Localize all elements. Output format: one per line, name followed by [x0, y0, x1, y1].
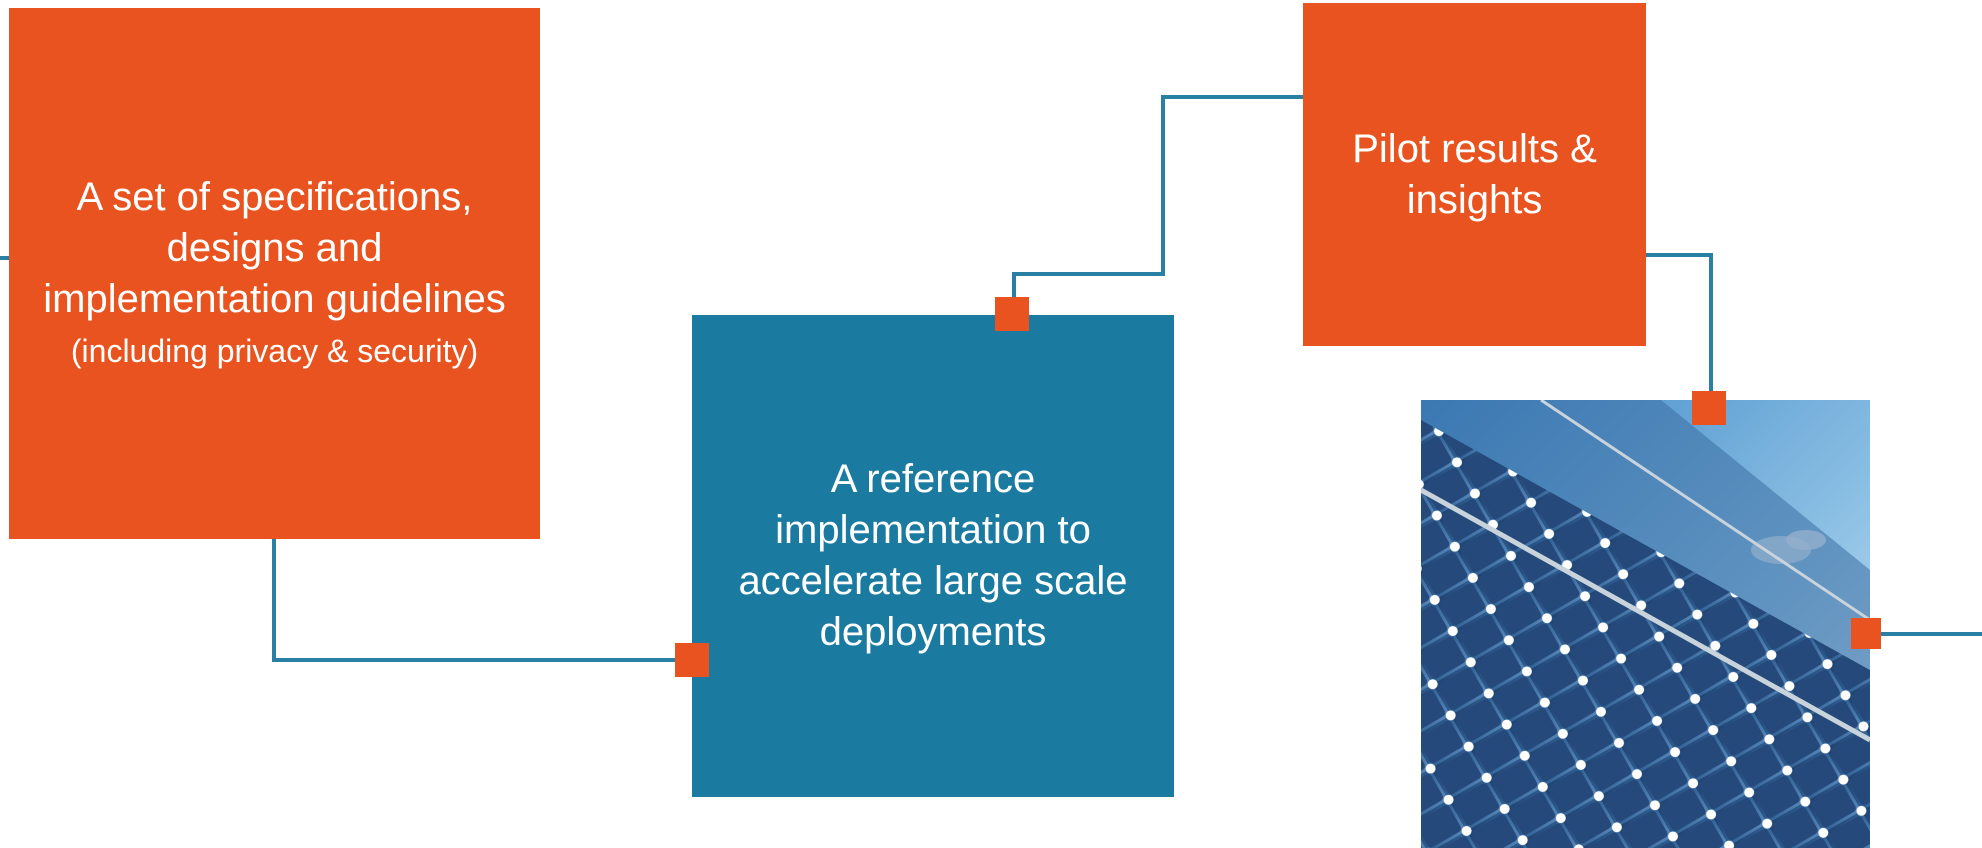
connector-pilot-to-image: [1646, 253, 1713, 391]
connector-node-image-right: [1851, 618, 1881, 649]
solar-panels-illustration: [1421, 400, 1870, 848]
connector-specs-to-reference: [272, 539, 675, 662]
pilot-results-text: Pilot results & insights: [1352, 126, 1597, 222]
reference-implementation-text: A reference implementation to accelerate…: [738, 457, 1128, 654]
connector-reference-to-pilot: [1012, 95, 1303, 297]
connector-node-reference-left: [675, 643, 709, 677]
pilot-results-box: Pilot results & insights: [1303, 3, 1646, 346]
connector-node-reference-top: [995, 297, 1029, 331]
specifications-sub-text: (including privacy & security): [70, 333, 479, 370]
specifications-main-text: A set of specifications, designs and imp…: [43, 174, 506, 321]
connector-node-image-top: [1692, 391, 1726, 425]
specifications-box: A set of specifications, designs and imp…: [9, 8, 540, 539]
reference-implementation-box: A reference implementation to accelerate…: [692, 315, 1174, 797]
solar-panels-image: [1421, 400, 1870, 848]
